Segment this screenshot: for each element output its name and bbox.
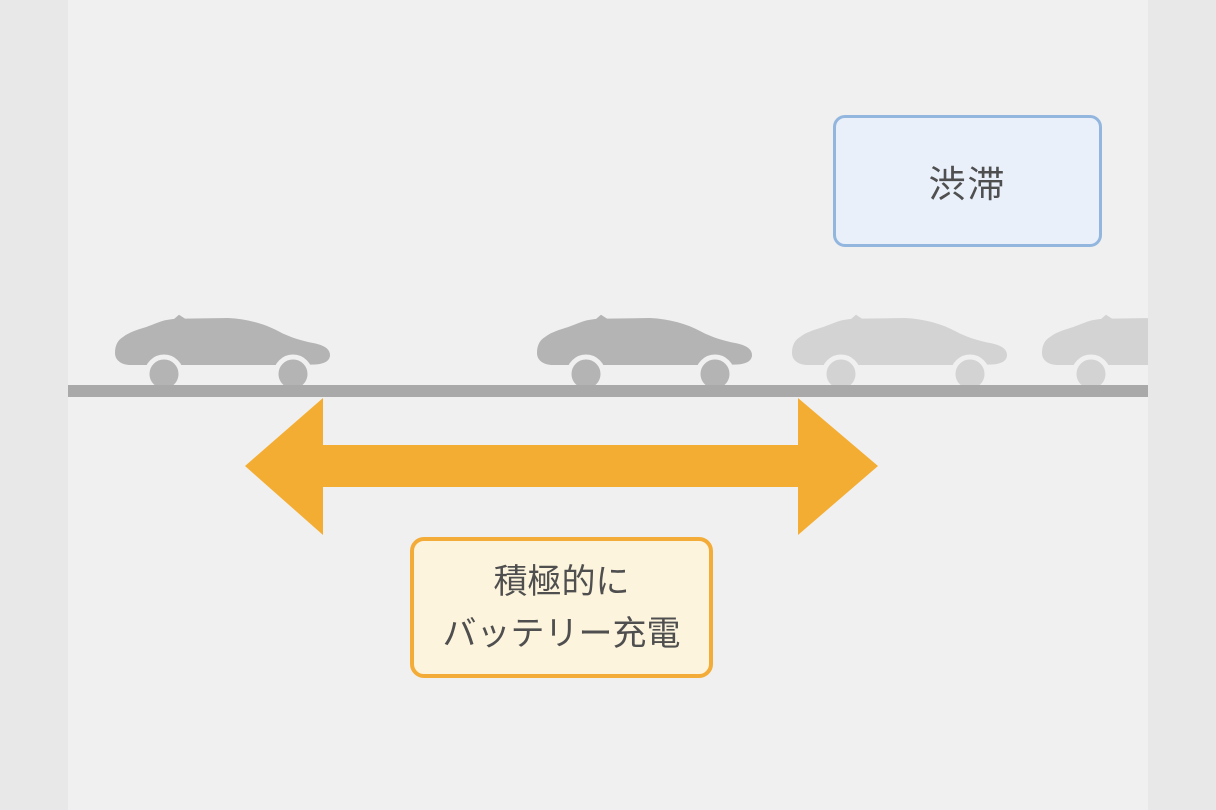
traffic-jam-label-text: 渋滞 [928,164,1007,205]
road-line [68,385,1148,397]
battery-charge-label: 積極的に バッテリー充電 [410,537,713,678]
car-icon-freeflow-2 [535,314,755,394]
traffic-jam-label: 渋滞 [833,115,1102,247]
battery-charge-label-line1: 積極的に [493,562,630,601]
car-icon-jam-2-clipped [1040,314,1148,394]
car-icon-jam-1 [790,314,1010,394]
battery-charge-label-line2: バッテリー充電 [442,614,681,653]
car-icon-freeflow-1 [113,314,333,394]
diagram-content-area: 渋滞 積極的に バッテリー充電 [68,0,1148,810]
